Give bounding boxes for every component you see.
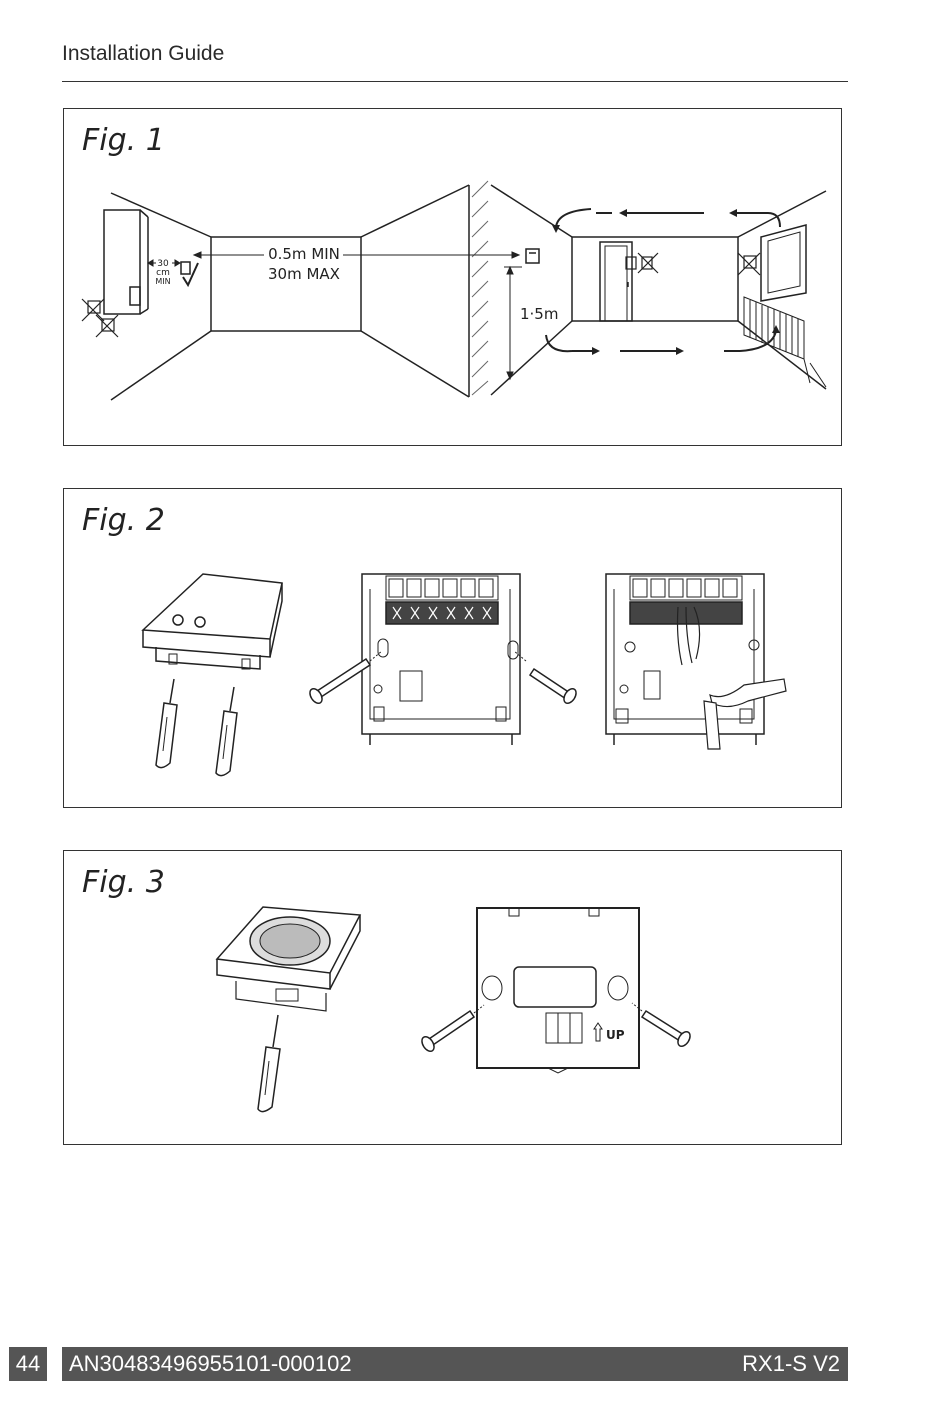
receiver-unit-drawing — [141, 573, 283, 670]
radiator-icon — [743, 296, 827, 388]
footer-bar: AN30483496955101-000102 RX1-S V2 — [62, 1347, 848, 1381]
screwdriver-icon — [257, 1014, 281, 1113]
wall-plug-screw-icon — [631, 1002, 691, 1047]
figure-2: Fig. 2 — [63, 488, 842, 808]
wall-gap-dimension — [147, 259, 181, 267]
figure-1: Fig. 1 — [63, 108, 842, 446]
page-number: 44 — [9, 1347, 47, 1381]
not-allowed-near-boiler-icon — [81, 298, 119, 338]
cable-wires-icon — [676, 606, 787, 750]
document-code: AN30483496955101-000102 — [69, 1351, 352, 1376]
figure-2-title: Fig. 2 — [82, 503, 165, 538]
model-name: RX1-S V2 — [742, 1351, 840, 1376]
up-marker-label: UP — [606, 1028, 625, 1042]
page-header-title: Installation Guide — [62, 42, 225, 65]
thermostat-backplate-drawing — [476, 907, 640, 1074]
right-room-drawing — [490, 184, 827, 396]
left-room-drawing — [110, 180, 489, 401]
mount-height-label: 1·5m — [520, 305, 558, 323]
screwdriver-icon — [215, 686, 238, 777]
screwdriver-icon — [155, 678, 178, 769]
header-divider — [62, 81, 848, 82]
figure-3: Fig. 3 — [63, 850, 842, 1145]
receiver-approved-icon — [180, 261, 199, 288]
not-allowed-near-door-icon — [625, 252, 659, 274]
wall-plug-screw-icon — [513, 650, 577, 704]
not-allowed-near-window-icon — [737, 252, 761, 276]
thermostat-icon — [525, 248, 540, 264]
distance-max-label: 30m MAX — [268, 265, 340, 283]
height-dimension-line — [504, 265, 522, 381]
air-circulation-arrows — [545, 208, 781, 355]
distance-dimension-line — [192, 251, 521, 259]
wall-backplate-drawing — [361, 573, 521, 745]
wired-backplate-drawing — [605, 573, 765, 745]
figure-3-illustration: UP — [215, 906, 691, 1113]
figure-3-title: Fig. 3 — [82, 865, 165, 900]
wall-plug-screw-icon — [421, 1004, 485, 1052]
wall-gap-value: 30 — [157, 259, 169, 269]
figure-1-illustration: 30 cm MIN 0.5m MIN 30m MAX 1·5m — [81, 180, 827, 401]
figure-2-illustration — [141, 573, 787, 777]
boiler-icon — [103, 209, 149, 315]
wall-gap-unit: cm — [156, 268, 170, 278]
figure-1-title: Fig. 1 — [82, 123, 165, 158]
wall-plug-screw-icon — [309, 650, 383, 704]
thermostat-unit-drawing — [215, 906, 362, 1012]
distance-min-label: 0.5m MIN — [268, 245, 340, 263]
wall-gap-min: MIN — [155, 277, 170, 286]
